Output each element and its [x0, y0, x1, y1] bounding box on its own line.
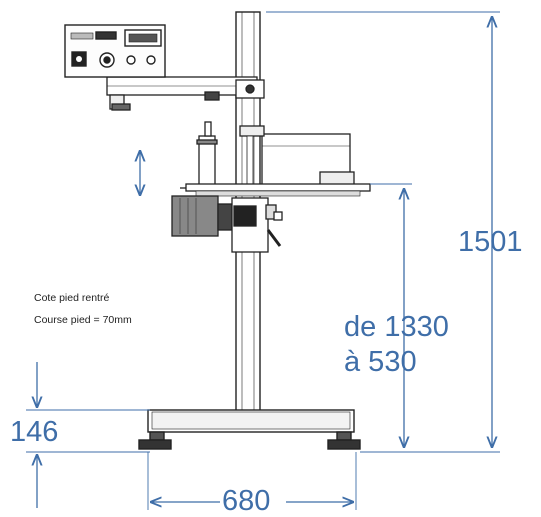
- print-head-assembly: [196, 121, 355, 187]
- right-foot: [327, 431, 361, 450]
- control-box: [64, 24, 166, 78]
- dimension-base-width: 680: [222, 485, 271, 517]
- dimension-foot-height: 146: [10, 416, 59, 448]
- dimension-table-height-line1: de 1330: [344, 311, 449, 343]
- upper-arm: [106, 76, 265, 111]
- note-foot-travel: Course pied = 70mm: [34, 314, 132, 326]
- label-plate: [180, 183, 371, 197]
- column-clamp: [231, 197, 283, 253]
- dimension-table-height-line2: à 530: [344, 346, 417, 378]
- dimension-total-height: 1501: [458, 226, 523, 258]
- motor: [171, 195, 233, 237]
- left-foot: [138, 431, 172, 450]
- note-foot-retracted: Cote pied rentré: [34, 292, 110, 304]
- base: [138, 409, 361, 450]
- dimension-lines: [26, 11, 500, 510]
